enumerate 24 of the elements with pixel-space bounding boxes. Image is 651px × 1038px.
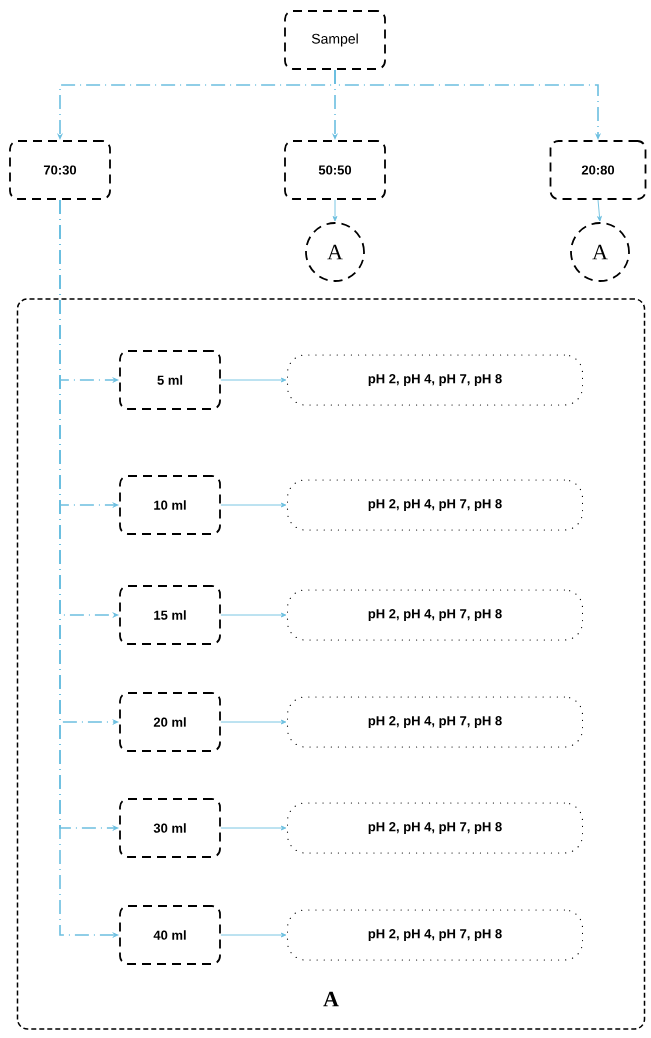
arrow (220, 502, 287, 508)
step-box: 70:30 (9, 140, 111, 200)
condition-box: pH 2, pH 4, pH 7, pH 8 (286, 802, 584, 854)
step-box: 10 ml (119, 475, 221, 535)
condition-box: pH 2, pH 4, pH 7, pH 8 (286, 589, 584, 641)
arrow (220, 719, 287, 725)
arrow (597, 199, 602, 222)
arrow (220, 825, 287, 831)
step-box: 20 ml (119, 692, 221, 752)
step-box: 50:50 (284, 140, 386, 200)
arrow (220, 377, 287, 383)
step-box: 40 ml (119, 905, 221, 965)
step-box: 5 ml (119, 350, 221, 410)
condition-box: pH 2, pH 4, pH 7, pH 8 (286, 479, 584, 531)
step-box: 30 ml (119, 798, 221, 858)
step-box: Sampel (284, 10, 386, 70)
arrow (332, 199, 338, 222)
condition-box: pH 2, pH 4, pH 7, pH 8 (286, 909, 584, 961)
arrow (220, 932, 287, 938)
condition-box: pH 2, pH 4, pH 7, pH 8 (286, 696, 584, 748)
condition-box: pH 2, pH 4, pH 7, pH 8 (286, 354, 584, 406)
step-box: 15 ml (119, 585, 221, 645)
step-box: 20:80 (549, 140, 647, 200)
arrow (220, 612, 287, 618)
